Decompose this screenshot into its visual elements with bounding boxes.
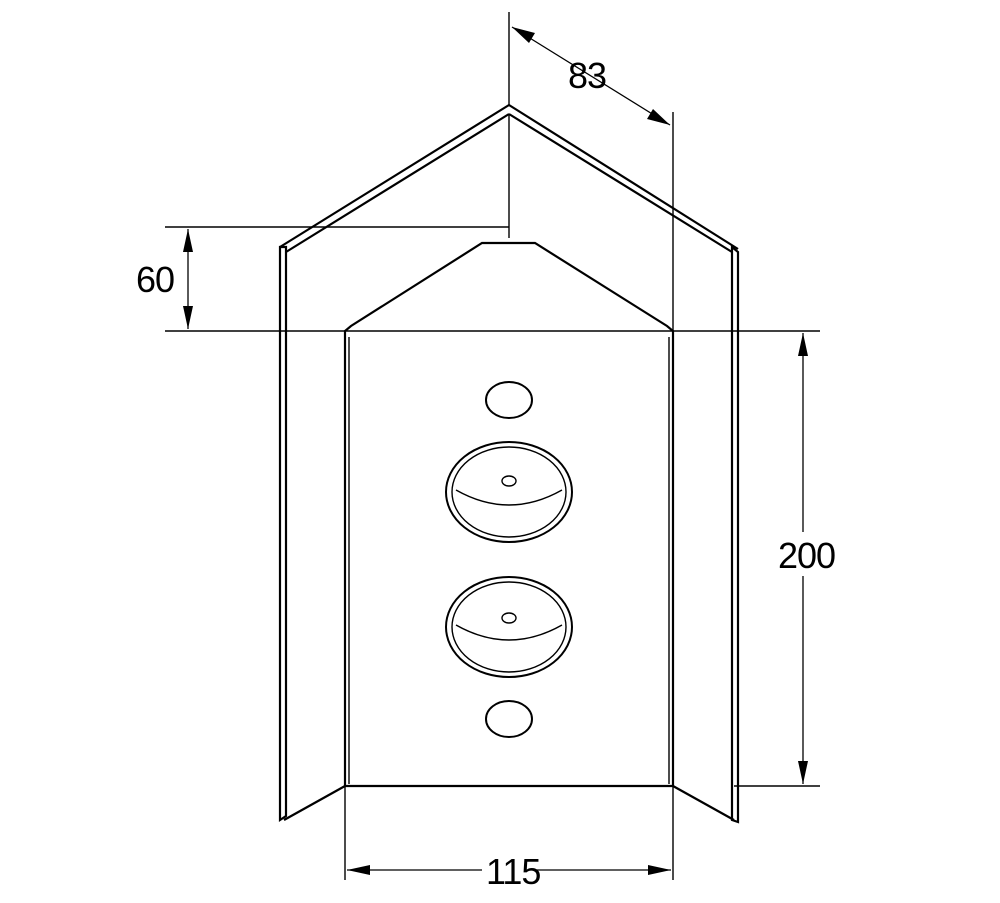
front-plate xyxy=(343,241,675,788)
socket-upper xyxy=(445,441,573,543)
bottom-right-fold xyxy=(672,785,735,821)
small-hole-bottom xyxy=(485,700,533,738)
dim-label-200: 200 xyxy=(778,535,835,576)
dimension-83: 83 xyxy=(508,12,674,331)
socket-lower xyxy=(445,576,573,678)
left-wall xyxy=(278,245,288,823)
socket-lower-pin xyxy=(501,612,517,624)
dimension-115: 115 xyxy=(344,786,674,892)
housing-outline xyxy=(278,104,740,824)
holes xyxy=(445,381,573,738)
bottom-left-fold xyxy=(283,785,346,821)
dim-label-60: 60 xyxy=(136,259,174,300)
small-hole-top xyxy=(485,381,533,419)
front-plate-outline xyxy=(343,241,675,788)
roof-left-slope xyxy=(279,104,510,253)
dim-label-115: 115 xyxy=(486,851,540,892)
roof-right-slope xyxy=(508,104,739,253)
dimension-60: 60 xyxy=(136,226,509,332)
dim-label-83: 83 xyxy=(568,55,606,96)
dimension-200: 200 xyxy=(673,330,836,787)
socket-upper-pin xyxy=(501,475,517,487)
right-wall xyxy=(730,244,740,824)
